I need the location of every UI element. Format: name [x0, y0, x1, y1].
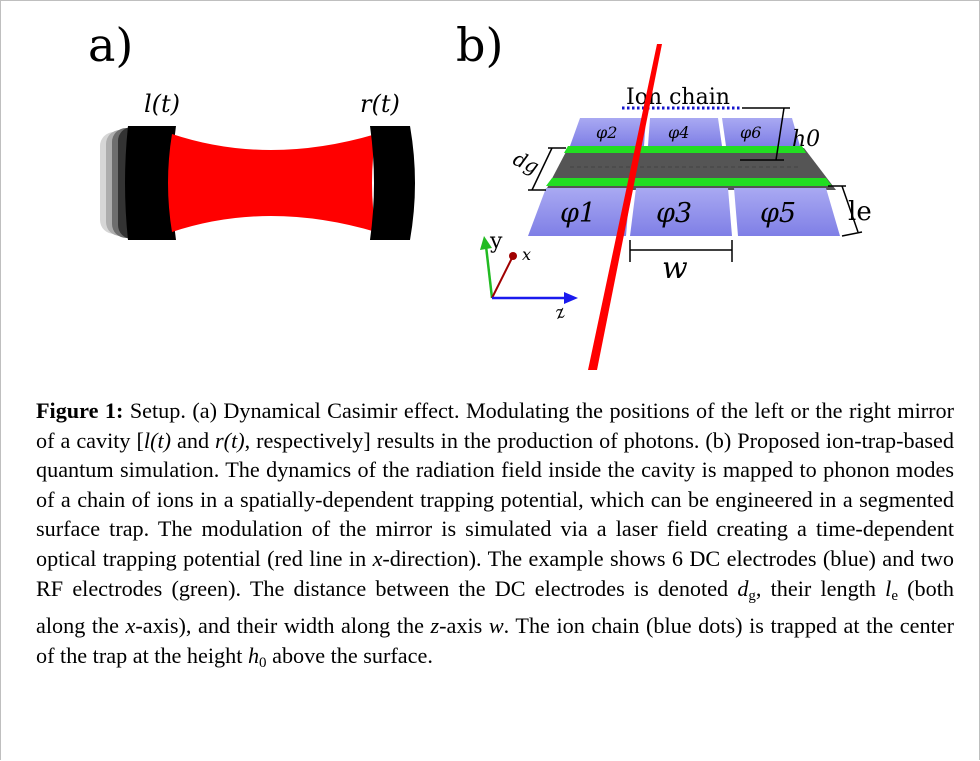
x-axis-label: x	[522, 245, 531, 264]
caption-part-a-end: , respectively] results in the productio…	[244, 427, 700, 453]
caption-h-sub: 0	[259, 654, 267, 671]
caption-x1: x	[372, 545, 383, 571]
caption-z: z	[430, 613, 440, 639]
panel-b-label: b)	[456, 18, 504, 72]
trap-diagram: Ion chain φ2 φ4 φ6 φ1 φ3 φ5 h0 dg le w	[480, 44, 872, 370]
y-axis-arrowhead	[480, 236, 492, 250]
caption-part-e: (both along the	[36, 575, 955, 639]
x-axis-line	[491, 257, 513, 299]
electrode-phi1	[528, 188, 630, 236]
figure-illustration: l(t) r(t) Ion chain φ2 φ4 φ6 φ1 φ3 φ5 h0	[100, 44, 872, 370]
caption-part-h: . The ion chain (blue dots) is trapped a…	[36, 613, 954, 668]
rf-electrode-bottom	[546, 178, 832, 186]
cavity-diagram: l(t) r(t)	[100, 90, 415, 240]
caption-part-c: -direction). The example shows 6 DC elec…	[36, 545, 954, 601]
le-label: le	[848, 197, 872, 227]
label-phi1: φ1	[560, 198, 596, 229]
right-mirror	[370, 126, 415, 240]
w-label: w	[662, 251, 688, 286]
le-tick-bottom	[841, 231, 863, 237]
left-mirror-label: l(t)	[144, 90, 180, 118]
caption-part-i: above the surface.	[266, 642, 433, 668]
electrode-phi4	[648, 118, 722, 146]
figure-caption: Figure 1: Setup. (a) Dynamical Casimir e…	[36, 396, 954, 678]
caption-h: h	[247, 642, 260, 668]
electrode-phi5	[734, 188, 840, 236]
caption-w: w	[488, 613, 504, 639]
label-phi5: φ5	[760, 198, 796, 229]
z-axis-label: z	[552, 302, 569, 325]
dg-label: dg	[510, 146, 543, 179]
label-phi2: φ2	[596, 123, 617, 142]
caption-le-sub: e	[891, 587, 898, 604]
caption-dg-sub: g	[748, 587, 756, 604]
caption-dg: d	[737, 575, 749, 601]
electrode-phi3	[630, 188, 732, 236]
caption-part-a: (a) Dynamical Casimir effect. Modulating…	[36, 398, 954, 453]
electrode-phi6	[722, 118, 800, 146]
caption-part-f: -axis), and their width along the	[135, 613, 431, 639]
h0-label: h0	[792, 127, 820, 152]
le-bar	[841, 185, 859, 233]
label-phi4: φ4	[668, 123, 689, 142]
rf-electrode-top	[564, 146, 806, 153]
right-mirror-label: r(t)	[360, 90, 400, 118]
caption-part-d: , their length	[755, 575, 886, 601]
caption-x2: x	[125, 613, 136, 639]
cavity-field	[168, 134, 376, 232]
y-axis-line	[484, 245, 494, 299]
z-axis-arrowhead	[564, 292, 578, 304]
caption-lt: l(t)	[143, 427, 172, 453]
caption-le: l	[885, 575, 892, 601]
caption-label: Figure 1:	[36, 398, 124, 423]
caption-part-g: -axis	[439, 613, 489, 639]
x-axis-tip	[509, 252, 517, 260]
caption-rt: r(t)	[215, 427, 245, 453]
caption-part-b: (b) Proposed ion-trap-based quantum simu…	[36, 427, 954, 571]
electrode-phi2	[570, 118, 646, 146]
dg-bar	[531, 147, 553, 191]
laser-beam	[588, 44, 662, 370]
h0-bar	[775, 107, 785, 161]
left-mirror	[125, 126, 176, 240]
panel-a-label: a)	[88, 18, 134, 72]
label-phi3: φ3	[656, 198, 692, 229]
label-phi6: φ6	[740, 123, 761, 142]
y-axis-label: y	[489, 229, 503, 254]
ion-chain-label: Ion chain	[626, 85, 730, 110]
caption-and: and	[171, 427, 216, 453]
caption-title: Setup.	[129, 398, 186, 423]
